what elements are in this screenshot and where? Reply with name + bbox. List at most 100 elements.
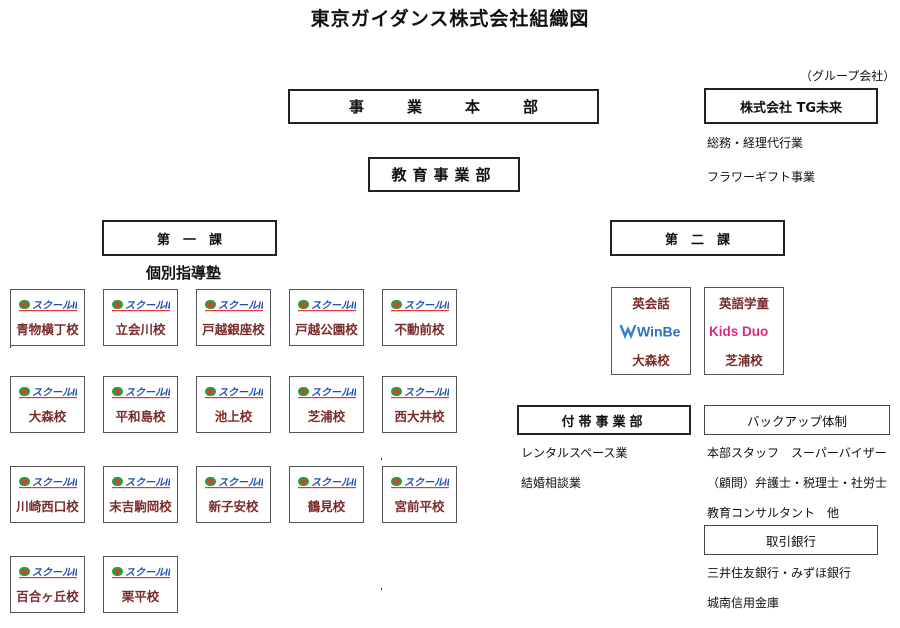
school-name: 平和島校 bbox=[115, 409, 166, 424]
school-logo-text: スクールIE bbox=[404, 477, 449, 489]
school-name: 戸越公園校 bbox=[295, 322, 358, 337]
group-service: 総務・経理代行業 bbox=[707, 136, 804, 150]
school-name: 西大井校 bbox=[394, 409, 445, 424]
school-card: スクールIE 川崎西口校 bbox=[10, 466, 85, 523]
school-name: 立会川校 bbox=[115, 322, 166, 337]
school-name: 戸越銀座校 bbox=[202, 322, 265, 337]
ancillary-division-box: 付帯事業部 bbox=[517, 405, 691, 435]
school-card: スクールIE 末吉駒岡校 bbox=[103, 466, 178, 523]
school-logo-text: スクールIE bbox=[218, 300, 263, 312]
divider-tick bbox=[381, 588, 382, 590]
school-ie-logo: スクールIE bbox=[111, 564, 170, 579]
school-card: スクールIE 立会川校 bbox=[103, 289, 178, 346]
group-company-box: 株式会社 TG未来 bbox=[704, 88, 878, 124]
school-name: 宮前平校 bbox=[394, 499, 445, 514]
school-ie-logo: スクールIE bbox=[18, 384, 77, 399]
school-ie-logo: スクールIE bbox=[18, 564, 77, 579]
divider-tick bbox=[10, 346, 11, 348]
group-service: フラワーギフト事業 bbox=[707, 170, 816, 184]
school-logo-text: スクールIE bbox=[311, 387, 356, 399]
school-name: 池上校 bbox=[214, 409, 253, 424]
school-ie-logo: スクールIE bbox=[297, 384, 356, 399]
kidsduo-brand-text: Kids Duo bbox=[709, 324, 768, 339]
school-card: スクールIE 不動前校 bbox=[382, 289, 457, 346]
school-card: スクールIE 宮前平校 bbox=[382, 466, 457, 523]
school-name: 青物横丁校 bbox=[16, 322, 79, 337]
school-ie-logo: スクールIE bbox=[390, 474, 449, 489]
school-ie-logo: スクールIE bbox=[111, 297, 170, 312]
backup-item: （顧問）弁護士・税理士・社労士 bbox=[707, 476, 888, 490]
school-card: スクールIE 鶴見校 bbox=[289, 466, 364, 523]
school-card: スクールIE 新子安校 bbox=[196, 466, 271, 523]
school-logo-text: スクールIE bbox=[404, 387, 449, 399]
school-ie-logo: スクールIE bbox=[204, 384, 263, 399]
school-ie-logo: スクールIE bbox=[297, 297, 356, 312]
school-name: 新子安校 bbox=[208, 499, 259, 514]
english-school-name: 芝浦校 bbox=[725, 353, 763, 368]
school-name: 大森校 bbox=[28, 409, 67, 424]
english-school-name: 大森校 bbox=[632, 353, 670, 368]
school-logo-text: スクールIE bbox=[311, 300, 356, 312]
ancillary-service: 結婚相談業 bbox=[521, 476, 582, 490]
school-logo-text: スクールIE bbox=[311, 477, 356, 489]
school-name: 不動前校 bbox=[394, 322, 445, 337]
school-card: スクールIE 戸越銀座校 bbox=[196, 289, 271, 346]
school-ie-logo: スクールIE bbox=[111, 384, 170, 399]
bank-item: 城南信用金庫 bbox=[707, 596, 780, 610]
school-card: スクールIE 池上校 bbox=[196, 376, 271, 433]
school-logo-text: スクールIE bbox=[32, 300, 77, 312]
school-ie-logo: スクールIE bbox=[297, 474, 356, 489]
school-logo-text: スクールIE bbox=[218, 387, 263, 399]
school-ie-logo: スクールIE bbox=[111, 474, 170, 489]
school-logo-text: スクールIE bbox=[125, 387, 170, 399]
school-logo-text: スクールIE bbox=[32, 477, 77, 489]
bank-item: 三井住友銀行・みずほ銀行 bbox=[707, 566, 852, 580]
school-card: スクールIE 戸越公園校 bbox=[289, 289, 364, 346]
school-name: 鶴見校 bbox=[307, 499, 346, 514]
school-logo-text: スクールIE bbox=[125, 477, 170, 489]
kobetsu-label: 個別指導塾 bbox=[146, 264, 222, 282]
headquarters-box: 事 業 本 部 bbox=[288, 89, 599, 124]
divider-tick bbox=[10, 497, 11, 499]
school-ie-logo: スクールIE bbox=[18, 474, 77, 489]
school-logo-text: スクールIE bbox=[404, 300, 449, 312]
english-category: 英会話 bbox=[632, 296, 670, 311]
school-name: 末吉駒岡校 bbox=[109, 499, 172, 514]
school-ie-logo: スクールIE bbox=[204, 297, 263, 312]
section1-box: 第 一 課 bbox=[102, 220, 277, 256]
school-ie-logo: スクールIE bbox=[390, 297, 449, 312]
ancillary-service: レンタルスペース業 bbox=[521, 446, 628, 460]
school-logo-text: スクールIE bbox=[32, 387, 77, 399]
english-school-winbe: 英会話 WinBe 大森校 bbox=[611, 287, 691, 375]
school-ie-logo: スクールIE bbox=[204, 474, 263, 489]
english-school-kidsduo: 英語学童 Kids Duo 芝浦校 bbox=[704, 287, 784, 375]
section2-box: 第 二 課 bbox=[610, 220, 785, 256]
banks-box: 取引銀行 bbox=[704, 525, 878, 555]
backup-item: 教育コンサルタント 他 bbox=[707, 506, 840, 520]
school-card: スクールIE 西大井校 bbox=[382, 376, 457, 433]
school-logo-text: スクールIE bbox=[32, 567, 77, 579]
winbe-brand-text: WinBe bbox=[637, 324, 681, 340]
english-category: 英語学童 bbox=[718, 296, 769, 311]
divider-tick bbox=[381, 458, 382, 460]
school-name: 百合ヶ丘校 bbox=[16, 589, 79, 604]
page-title: 東京ガイダンス株式会社組織図 bbox=[310, 8, 590, 30]
school-card: スクールIE 百合ヶ丘校 bbox=[10, 556, 85, 613]
school-logo-text: スクールIE bbox=[125, 300, 170, 312]
winbe-logo: WinBe bbox=[612, 320, 690, 342]
school-name: 芝浦校 bbox=[307, 409, 346, 424]
school-card: スクールIE 大森校 bbox=[10, 376, 85, 433]
school-card: スクールIE 青物横丁校 bbox=[10, 289, 85, 346]
school-name: 栗平校 bbox=[121, 589, 160, 604]
school-name: 川崎西口校 bbox=[16, 499, 79, 514]
group-label: （グループ会社） bbox=[800, 69, 896, 83]
school-card: スクールIE 芝浦校 bbox=[289, 376, 364, 433]
kidsduo-logo: Kids Duo bbox=[705, 320, 783, 342]
school-ie-logo: スクールIE bbox=[390, 384, 449, 399]
backup-item: 本部スタッフ スーパーバイザー bbox=[707, 446, 887, 460]
backup-box: バックアップ体制 bbox=[704, 405, 890, 435]
school-logo-text: スクールIE bbox=[125, 567, 170, 579]
education-division-box: 教育事業部 bbox=[368, 157, 520, 192]
school-card: スクールIE 栗平校 bbox=[103, 556, 178, 613]
school-card: スクールIE 平和島校 bbox=[103, 376, 178, 433]
